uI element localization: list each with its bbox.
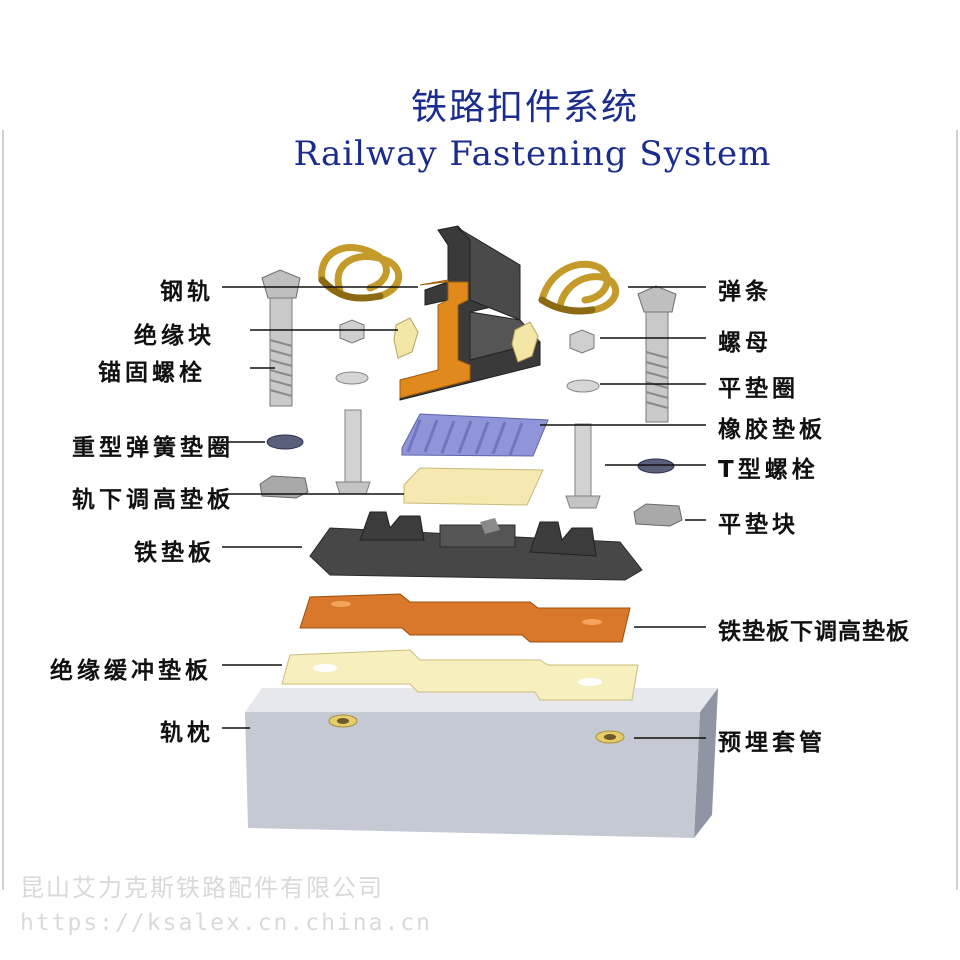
anchor-bolt-left-shape [261,269,301,407]
frame-left-line [2,130,4,890]
label-flat-block: 平垫块 [718,512,799,538]
anchor-bolt-right-shape [637,285,677,423]
leader-lines-right [540,286,706,739]
watermark-url: https://ksalex.cn.china.cn [20,910,433,936]
label-baseplate-adjust-pad: 铁垫板下调高垫板 [718,619,910,645]
label-rubber-pad: 橡胶垫板 [718,417,826,443]
label-nut: 螺母 [718,330,772,356]
insulator-right-shape [511,321,539,363]
label-flat-washer: 平垫圈 [718,376,799,402]
label-heavy-spring-washer: 重型弹簧垫圈 [72,435,234,461]
spring-washer-right-shape [637,458,675,474]
label-sleeper: 轨枕 [160,720,214,746]
label-rail-adjust-pad: 轨下调高垫板 [72,487,234,513]
sleeper-block [245,688,718,838]
label-elastic-clip: 弹条 [718,279,772,305]
rail-adjust-pad-shape [403,467,544,506]
label-anchor-bolt: 锚固螺栓 [98,360,206,386]
label-insulator: 绝缘块 [134,323,215,349]
label-embedded-sleeve: 预埋套管 [718,730,826,756]
title-chinese: 铁路扣件系统 [410,87,639,128]
label-iron-baseplate: 铁垫板 [134,540,215,566]
elastic-clip-right [538,260,620,315]
leader-lines-left [222,286,418,729]
flat-block-left-shape [259,475,309,499]
watermark-company: 昆山艾力克斯铁路配件有限公司 [20,874,384,902]
flat-block-right-shape [633,503,683,527]
insulator-left-shape [393,317,419,359]
insulating-buffer-pad-shape [281,649,639,701]
label-insulating-buffer-pad: 绝缘缓冲垫板 [50,658,212,684]
flat-washer-left-shape [335,371,369,385]
iron-baseplate-shape [309,511,643,581]
t-bolt-right-shape [565,423,601,509]
label-t-bolt: T型螺栓 [718,457,819,483]
nut-left-shape [339,319,365,344]
nut-right-shape [569,329,595,354]
rail-shape [399,225,541,401]
flat-washer-right-shape [566,379,600,393]
label-rail: 钢轨 [160,279,214,305]
spring-washer-left-shape [266,434,304,450]
baseplate-adjust-pad-shape [299,593,631,643]
title-english: Railway Fastening System [293,134,772,174]
elastic-clip-left [318,244,403,302]
frame-right-line [956,130,958,890]
t-bolt-left-shape [335,409,371,495]
rubber-pad-shape [401,413,549,457]
